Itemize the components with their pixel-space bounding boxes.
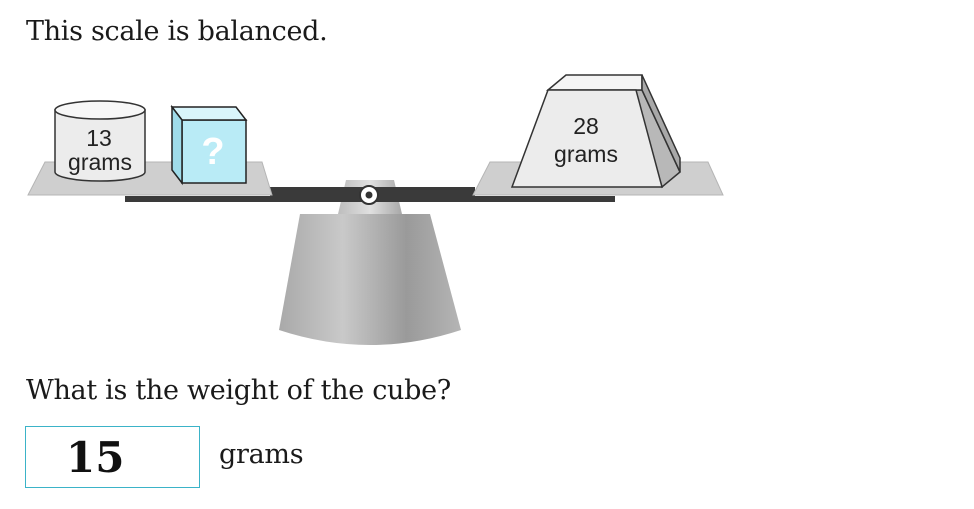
question-text: What is the weight of the cube? — [26, 375, 451, 406]
trapezoid-unit: grams — [554, 141, 618, 167]
prompt-text: This scale is balanced. — [26, 16, 328, 47]
mystery-cube: ? — [170, 104, 248, 186]
cube-question-mark: ? — [201, 131, 224, 173]
answer-input[interactable] — [25, 426, 200, 488]
cylinder-unit: grams — [68, 149, 132, 175]
trapezoid-value: 28 — [573, 113, 599, 139]
cylinder-value: 13 — [86, 125, 112, 151]
pivot-icon — [359, 185, 379, 205]
balance-scale: 13 grams ? 28 grams — [27, 74, 724, 345]
cylinder-weight: 13 grams — [54, 100, 146, 182]
trapezoid-weight: 28 grams — [510, 74, 681, 189]
answer-unit: grams — [219, 439, 304, 470]
